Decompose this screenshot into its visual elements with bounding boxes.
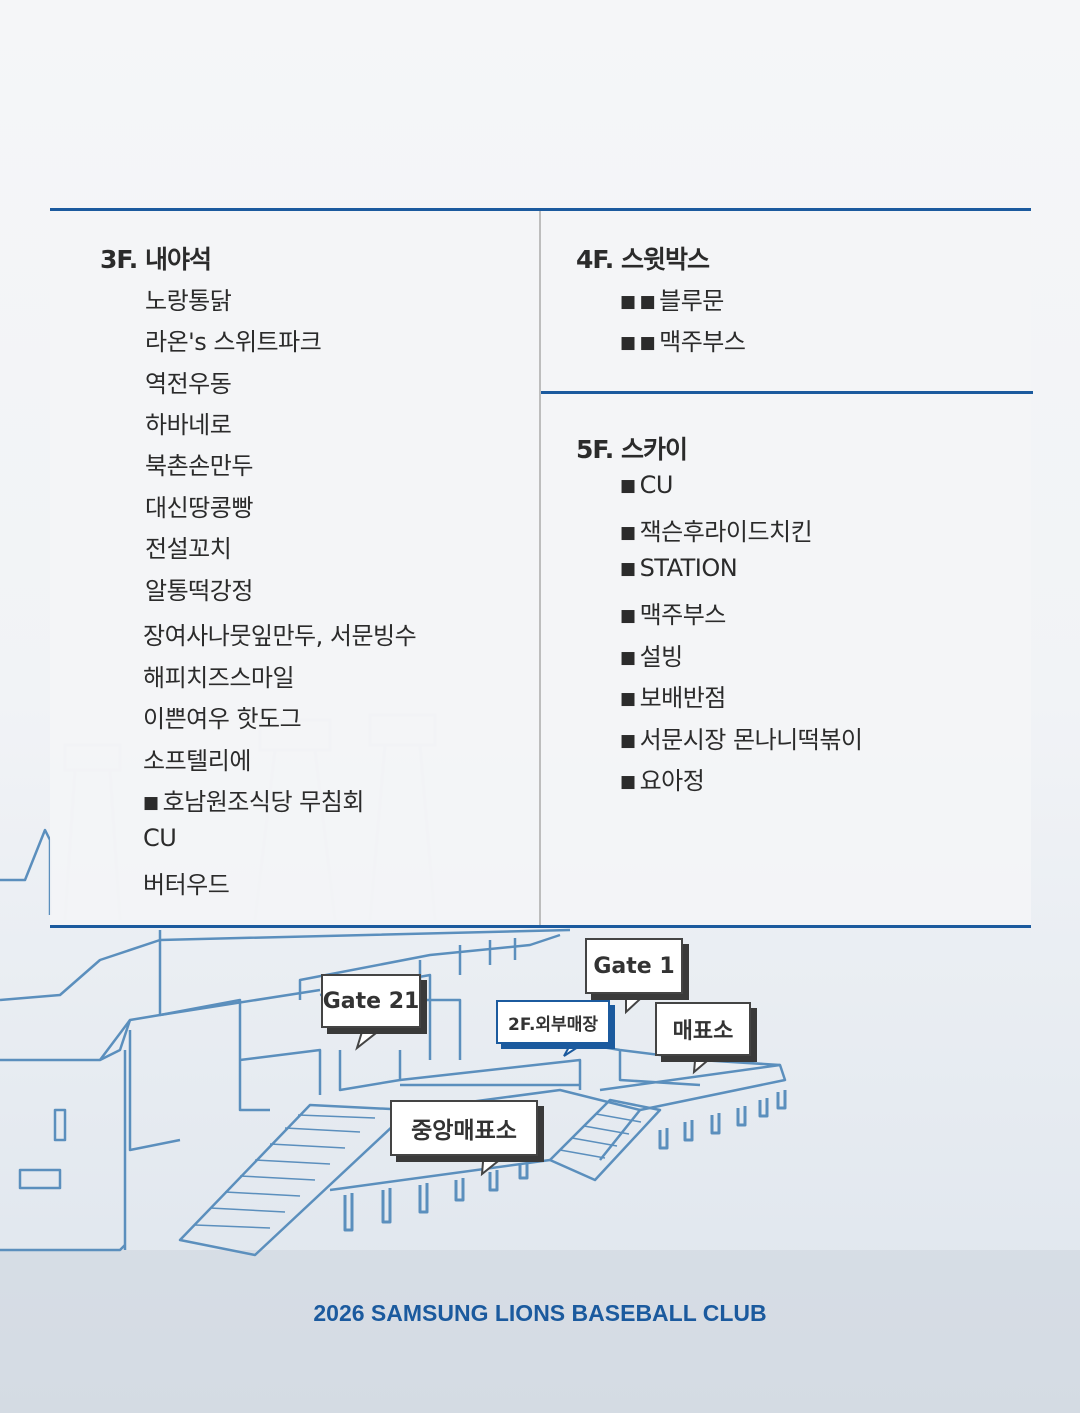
list-item-label: 서문시장 몬나니떡볶이 [639, 726, 863, 754]
list-item: ■보배반점 [620, 678, 726, 713]
list-item: 하바네로 [145, 411, 232, 439]
ticket-office-label: 매표소 [655, 1002, 751, 1056]
list-item: CU [143, 824, 177, 852]
list-item: 라온's 스위트파크 [145, 328, 322, 356]
floor-3f-title: 3F. 내야석 [100, 245, 212, 274]
list-item-label: 요아정 [639, 767, 705, 795]
list-item: ■■맥주부스 [620, 322, 746, 357]
section-divider [541, 391, 1033, 394]
list-item-label: STATION [639, 554, 738, 582]
list-item: 전설꼬치 [145, 535, 232, 563]
floor-4f-title: 4F. 스윗박스 [576, 245, 710, 274]
bullet-icon: ■ [620, 606, 636, 626]
gate21-pointer [355, 1022, 391, 1051]
floor-5f-title: 5F. 스카이 [576, 435, 688, 464]
list-item: ■맥주부스 [620, 595, 726, 630]
central-ticket-office-label: 중앙매표소 [390, 1100, 538, 1156]
list-item: ■잭슨후라이드치킨 [620, 512, 813, 547]
external-store-label: 2F.외부매장 [496, 1000, 610, 1044]
bullet-icon: ■ [620, 689, 636, 709]
list-item-label: 맥주부스 [639, 601, 727, 629]
list-item: ■STATION [620, 554, 738, 582]
list-item-label: 맥주부스 [659, 328, 746, 356]
bullet-icon: ■ [620, 333, 636, 353]
list-item-label: CU [639, 471, 674, 499]
list-item: 노랑통닭 [145, 287, 232, 315]
list-item: ■■블루문 [620, 281, 724, 316]
list-item: ■서문시장 몬나니떡볶이 [620, 720, 863, 755]
bullet-icon: ■ [620, 476, 636, 496]
gate21-label: Gate 21 [321, 974, 421, 1028]
footer-club-name: 2026 SAMSUNG LIONS BASEBALL CLUB [313, 1300, 767, 1326]
list-item-label: 잭슨후라이드치킨 [639, 518, 813, 546]
list-item-label: 호남원조식당 무침회 [162, 788, 365, 816]
list-item: 장여사나뭇잎만두, 서문빙수 [143, 622, 417, 650]
list-item: ■호남원조식당 무침회 [143, 782, 364, 817]
list-item-label: 설빙 [639, 643, 684, 671]
list-item: 역전우동 [145, 370, 232, 398]
bullet-icon: ■ [639, 292, 656, 312]
bullet-icon: ■ [639, 333, 656, 353]
bullet-icon: ■ [620, 772, 636, 792]
list-item: 해피치즈스마일 [143, 664, 295, 692]
central-ticket-office-pointer [480, 1150, 513, 1177]
list-item: ■설빙 [620, 637, 683, 672]
column-divider [539, 211, 541, 925]
list-item: 북촌손만두 [145, 452, 253, 480]
list-item-label: 보배반점 [639, 684, 727, 712]
list-item: 알통떡강정 [145, 577, 253, 605]
gate1-label: Gate 1 [585, 938, 683, 994]
list-item: 이쁜여우 핫도그 [143, 705, 302, 733]
bullet-icon: ■ [620, 523, 636, 543]
list-item: ■CU [620, 471, 673, 499]
bullet-icon: ■ [620, 292, 636, 312]
bullet-icon: ■ [620, 648, 636, 668]
bullet-icon: ■ [620, 731, 636, 751]
list-item-label: 블루문 [659, 287, 724, 315]
bullet-icon: ■ [620, 559, 636, 579]
list-item: 대신땅콩빵 [145, 494, 253, 522]
gate1-pointer [625, 988, 653, 1015]
list-item: ■요아정 [620, 761, 705, 796]
list-item: 버터우드 [143, 871, 230, 899]
list-item: 소프텔리에 [143, 747, 251, 775]
bullet-icon: ■ [143, 793, 159, 813]
